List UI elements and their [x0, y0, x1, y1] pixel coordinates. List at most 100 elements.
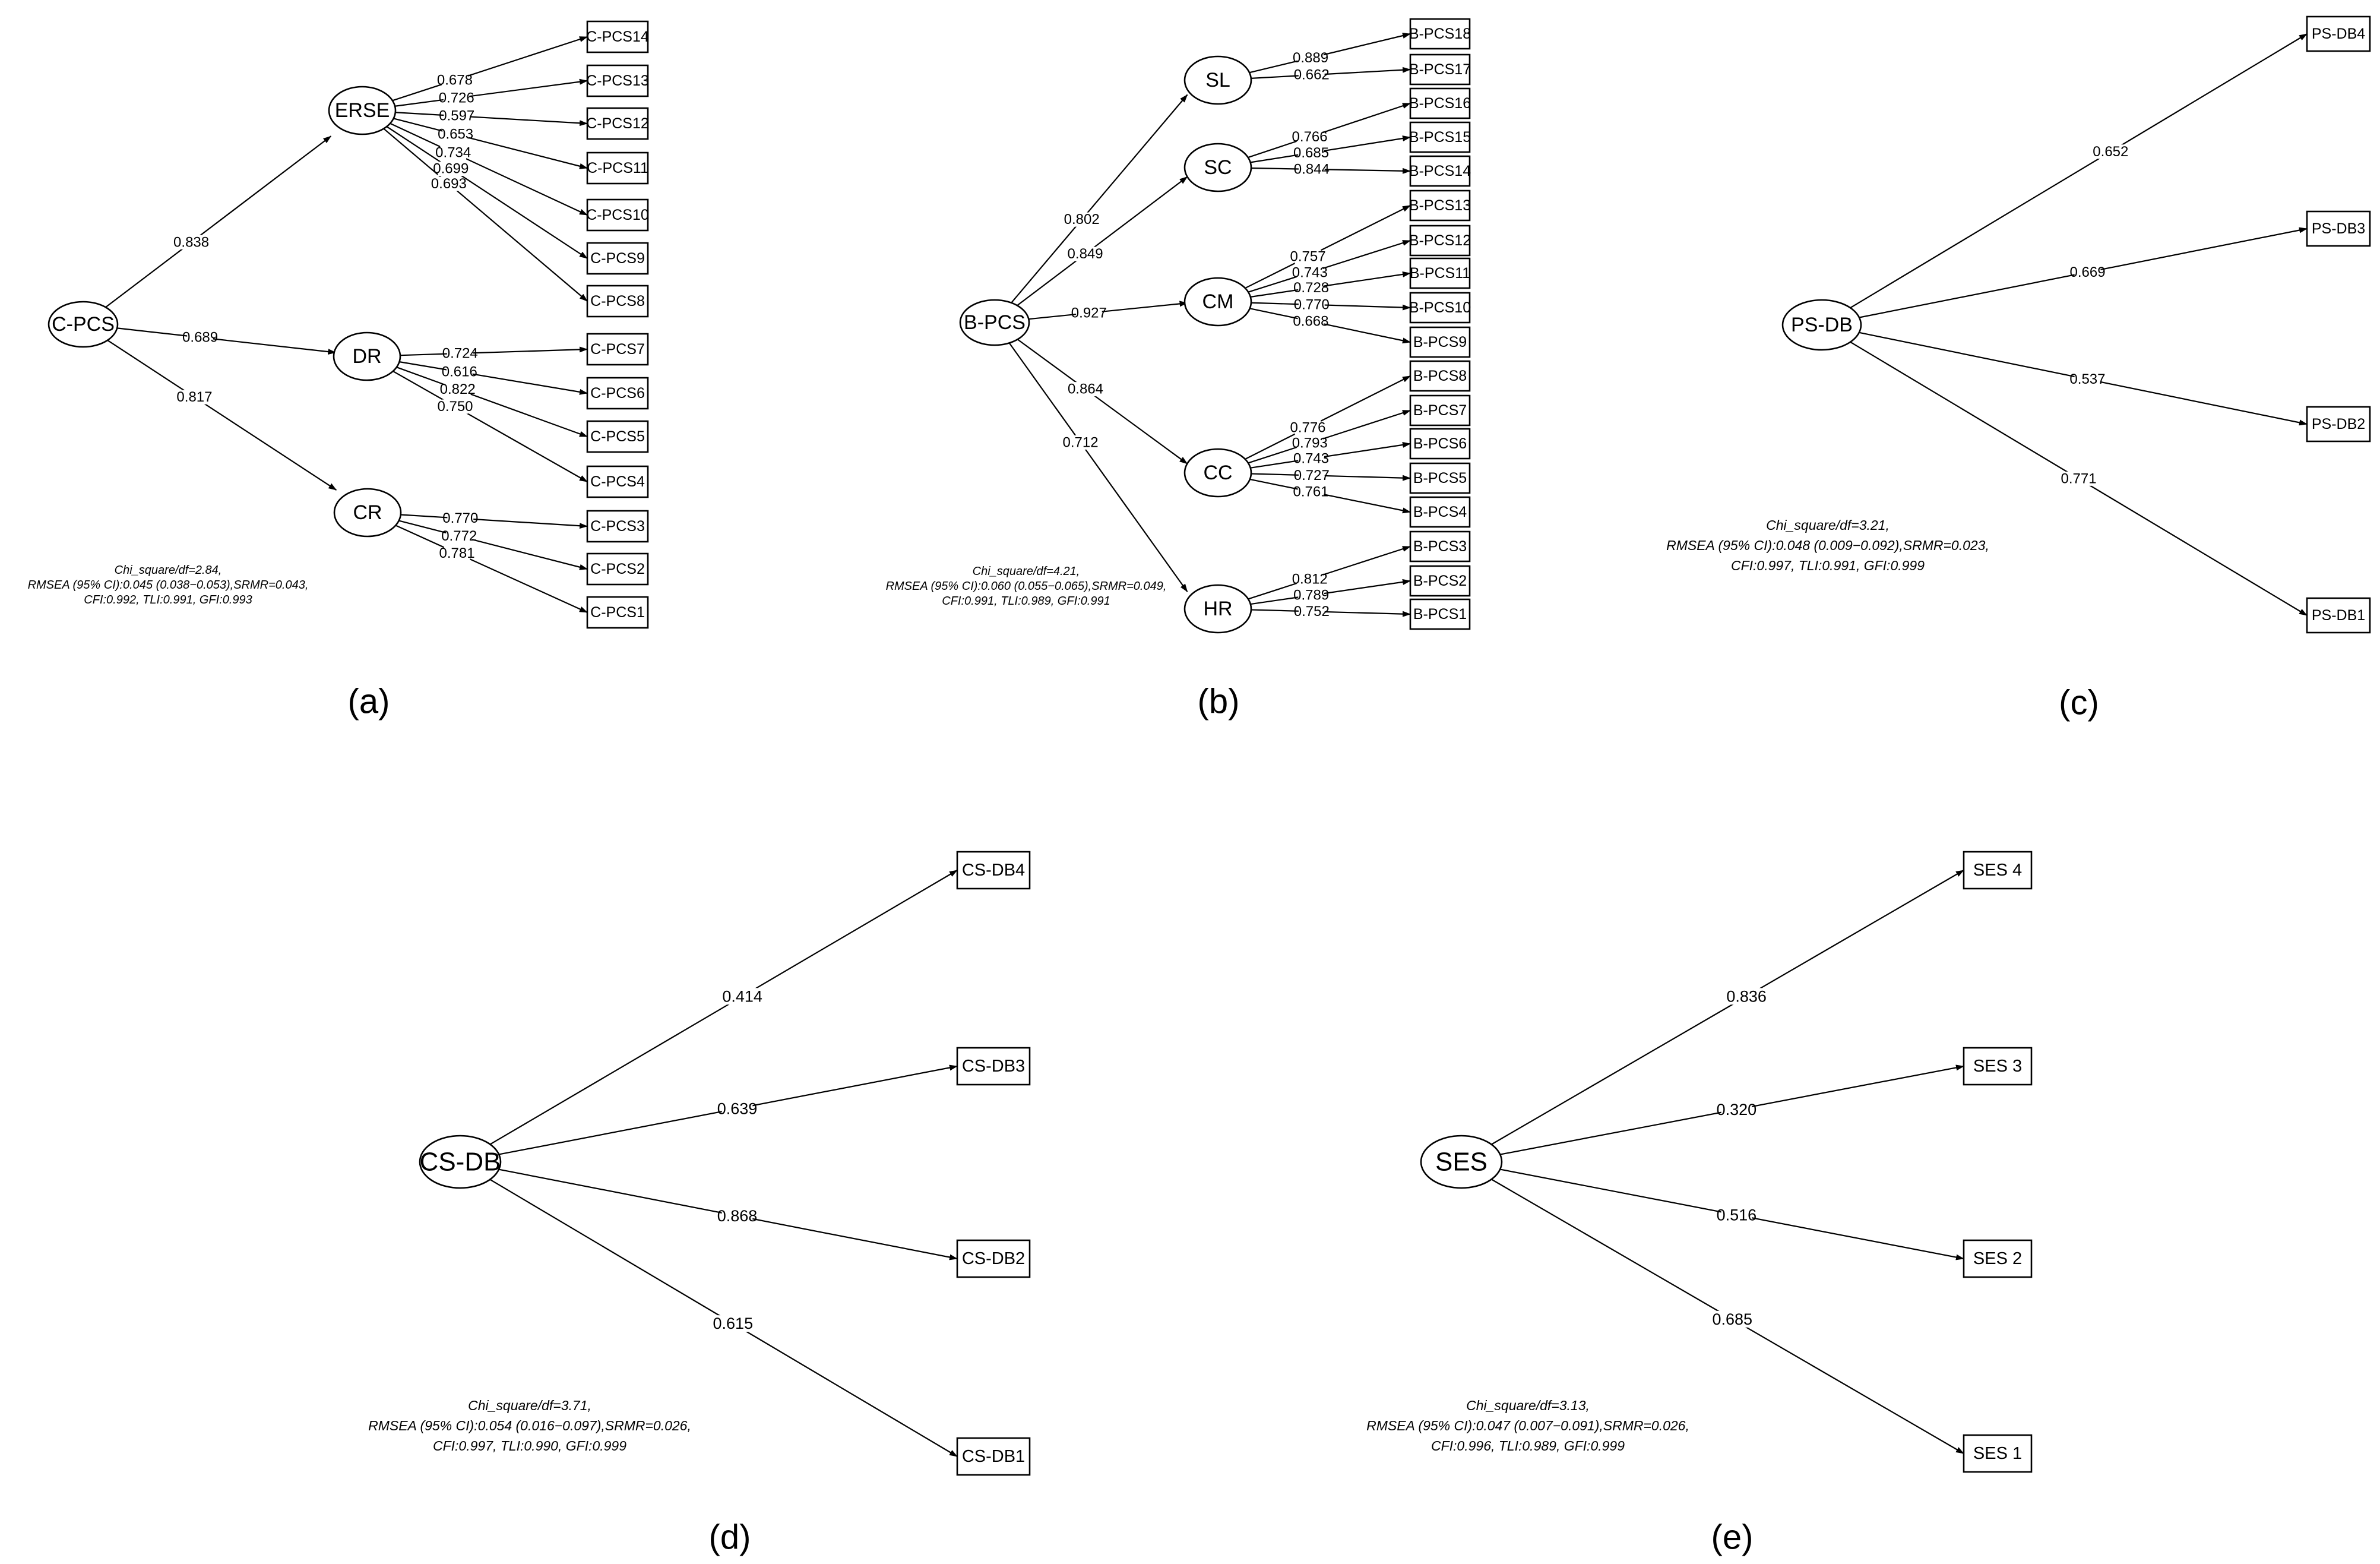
indicator-c-pcs10 [586, 198, 649, 232]
indicator-cs-db1-label: CS-DB1 [962, 1447, 1025, 1466]
edge-ps-db-ps-db3-label-bg [2074, 265, 2101, 280]
indicator-cs-db1 [956, 1437, 1031, 1476]
indicator-c-pcs1 [586, 596, 649, 629]
factor-dr-label: DR [352, 345, 381, 368]
indicator-c-pcs1-label: C-PCS1 [590, 604, 645, 621]
root-ps-db [1781, 299, 1862, 351]
edge-root-erse-label-bg [178, 235, 204, 249]
edge-ses-ses-2-loading: 0.516 [1717, 1206, 1757, 1224]
edge-root-dr-loading: 0.689 [182, 330, 218, 346]
edge-erse-c-pcs12-label-bg [444, 109, 470, 124]
edge-sl-b-pcs17-loading: 0.662 [1294, 67, 1330, 83]
edge-cm-b-pcs10-loading: 0.770 [1294, 296, 1330, 312]
factor-erse-label: ERSE [335, 99, 390, 122]
edge-sc-b-pcs16 [1248, 102, 1411, 159]
root-b-pcs [959, 299, 1030, 346]
indicator-ps-db2 [2306, 406, 2371, 443]
factor-sl [1183, 55, 1252, 105]
edge-erse-c-pcs10-label-bg [440, 146, 467, 160]
edge-cs-db-cs-db4-loading: 0.414 [722, 987, 762, 1005]
indicator-ps-db3-label: PS-DB3 [2312, 220, 2365, 237]
indicator-b-pcs9 [1409, 326, 1471, 358]
indicator-c-pcs14 [586, 20, 649, 53]
edge-cr-c-pcs2-label-bg [446, 529, 473, 544]
edge-dr-c-pcs7-label-bg [447, 346, 473, 361]
edge-ses-ses-2-label-bg [1721, 1206, 1752, 1224]
edge-cc-b-pcs4-loading: 0.761 [1293, 484, 1328, 500]
root-cs-db [419, 1135, 502, 1189]
indicator-b-pcs5-label: B-PCS5 [1413, 470, 1467, 486]
edge-erse-c-pcs14-loading: 0.678 [437, 72, 473, 88]
edge-cr-c-pcs1 [395, 525, 588, 614]
edge-root-cr [107, 339, 337, 491]
edge-erse-c-pcs10 [390, 122, 588, 216]
indicator-ps-db3 [2306, 210, 2371, 247]
edge-sl-b-pcs18 [1249, 33, 1411, 74]
edge-cr-c-pcs1-label-bg [444, 546, 470, 561]
root-ses-label: SES [1435, 1148, 1488, 1177]
edge-root-sc-label-bg [1072, 247, 1099, 261]
caption-d: (d) [709, 1518, 751, 1557]
indicator-ps-db1 [2306, 597, 2371, 634]
indicator-c-pcs10-label: C-PCS10 [586, 207, 649, 223]
edge-cm-b-pcs12 [1248, 239, 1411, 293]
fit-stats-a-line-1: Chi_square/df=2.84, [115, 564, 222, 577]
edge-root-erse [105, 135, 332, 308]
edge-cm-b-pcs9 [1249, 308, 1411, 344]
edge-sc-b-pcs15 [1250, 135, 1411, 163]
caption-b: (b) [1198, 683, 1240, 721]
indicator-c-pcs9-label: C-PCS9 [590, 250, 645, 267]
indicator-cs-db2-label: CS-DB2 [962, 1249, 1025, 1268]
edge-ses-ses-3-label-bg [1721, 1101, 1752, 1118]
edge-cs-db-cs-db2-loading: 0.868 [717, 1207, 758, 1225]
indicator-c-pcs6 [586, 377, 649, 410]
edge-erse-c-pcs11-loading: 0.653 [438, 127, 473, 143]
edge-erse-c-pcs12 [395, 112, 588, 127]
edge-cm-b-pcs10-label-bg [1298, 297, 1325, 312]
edge-cs-db-cs-db1-loading: 0.615 [713, 1315, 754, 1332]
edge-cr-c-pcs2-loading: 0.772 [441, 528, 477, 544]
root-cs-db-label: CS-DB [420, 1148, 501, 1177]
indicator-b-pcs6 [1409, 428, 1471, 460]
edge-cr-c-pcs1-loading: 0.781 [439, 545, 475, 561]
edge-ses-ses-3-loading: 0.320 [1717, 1101, 1757, 1119]
edge-cm-b-pcs12-loading: 0.743 [1292, 264, 1328, 280]
edge-root-cc [1017, 339, 1188, 465]
indicator-b-pcs12 [1409, 225, 1471, 257]
edge-root-erse-loading: 0.838 [173, 234, 209, 250]
edge-ses-ses-1-label-bg [1717, 1310, 1748, 1328]
factor-erse [328, 86, 397, 135]
indicator-c-pcs11-label: C-PCS11 [587, 160, 648, 176]
indicator-b-pcs10-label: B-PCS10 [1409, 299, 1471, 316]
edge-dr-c-pcs6-label-bg [446, 365, 473, 380]
factor-hr-label: HR [1203, 598, 1232, 620]
edge-cr-c-pcs3-label-bg [447, 511, 474, 526]
edge-cs-db-cs-db4-label-bg [727, 988, 758, 1005]
indicator-c-pcs3 [586, 510, 649, 543]
indicator-cs-db4-label: CS-DB4 [962, 861, 1025, 880]
edge-root-sc-loading: 0.849 [1068, 246, 1103, 262]
indicator-cs-db2 [956, 1239, 1031, 1278]
indicator-b-pcs13 [1409, 189, 1471, 222]
edge-dr-c-pcs6 [399, 361, 588, 395]
indicator-c-pcs5-label: C-PCS5 [590, 428, 645, 445]
indicator-c-pcs11 [586, 151, 649, 185]
factor-cm [1183, 277, 1252, 327]
indicator-b-pcs16 [1409, 87, 1471, 119]
edge-root-cm-loading: 0.927 [1071, 305, 1107, 321]
root-b-pcs-label: B-PCS [964, 311, 1026, 334]
fit-stats-a-line-3: CFI:0.992, TLI:0.991, GFI:0.993 [84, 593, 252, 606]
edge-cc-b-pcs8-label-bg [1295, 420, 1321, 435]
fit-stats-e-line-2: RMSEA (95% CI):0.047 (0.007−0.091),SRMR=… [1366, 1418, 1689, 1433]
edge-erse-c-pcs12-loading: 0.597 [439, 108, 474, 124]
edge-cm-b-pcs13-label-bg [1295, 249, 1321, 264]
indicator-cs-db3 [956, 1047, 1031, 1086]
indicator-ps-db4-label: PS-DB4 [2312, 26, 2365, 42]
edge-hr-b-pcs1-loading: 0.752 [1294, 604, 1330, 620]
edge-dr-c-pcs5 [396, 366, 588, 438]
indicator-c-pcs12 [586, 107, 649, 140]
indicator-c-pcs4 [586, 465, 649, 498]
edge-root-cm-label-bg [1075, 305, 1102, 320]
edge-root-hr [1008, 342, 1188, 592]
edge-sl-b-pcs18-label-bg [1297, 50, 1324, 65]
